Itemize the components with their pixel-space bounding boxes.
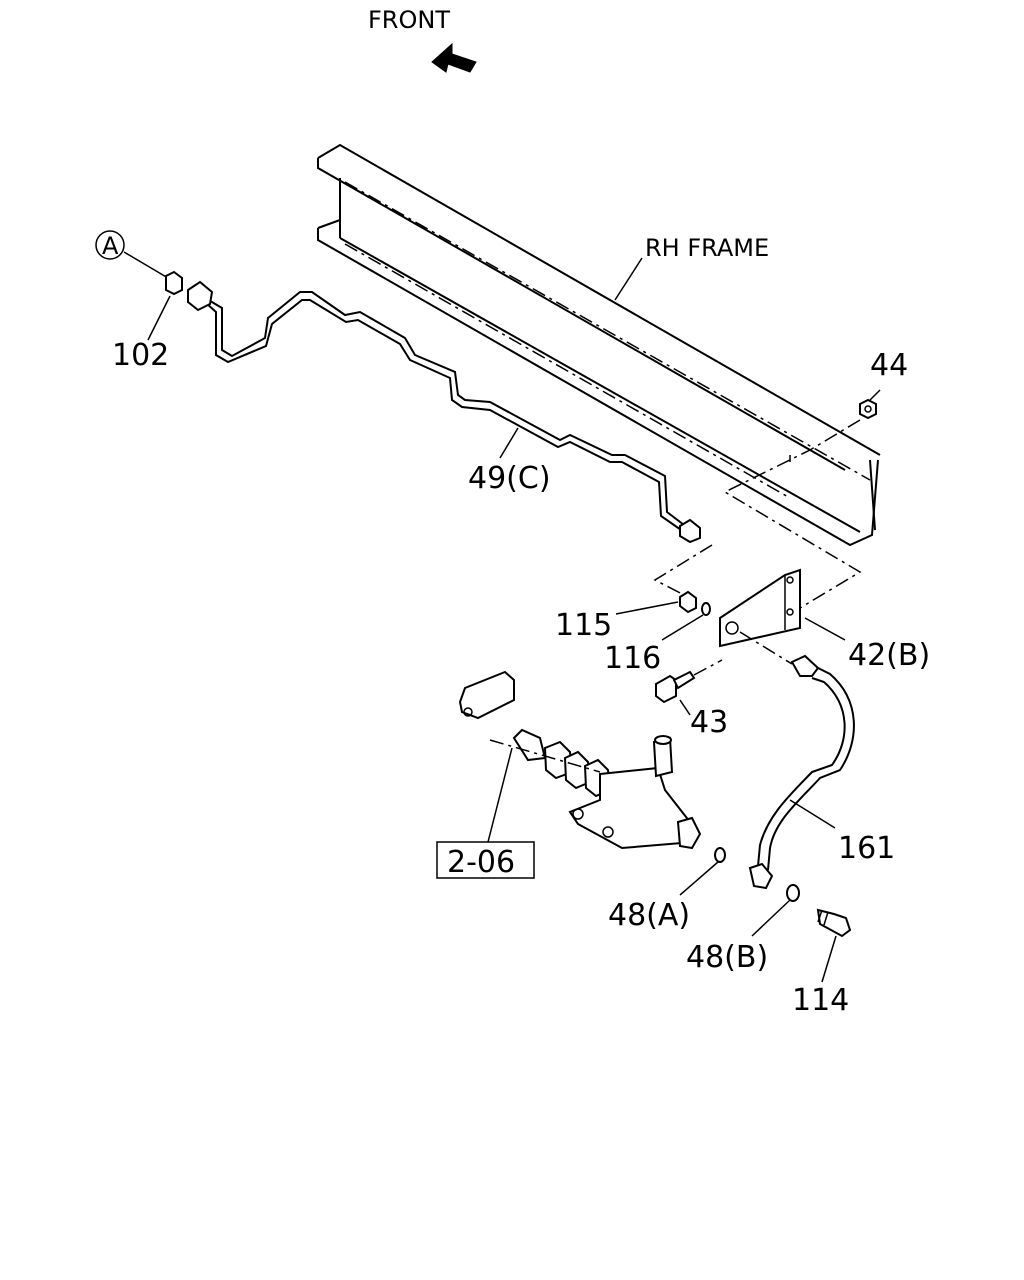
label-102: 102 [112,338,169,373]
label-43: 43 [690,705,728,740]
washer-116: 116 [604,602,711,676]
front-label: FRONT [368,6,450,34]
washer-48a: 48(A) [608,847,726,933]
label-115: 115 [555,608,612,643]
label-49c: 49(C) [468,461,551,496]
callout-a: A [95,230,169,279]
label-116: 116 [604,641,661,676]
callout-a-label: A [102,232,119,260]
label-48b: 48(B) [686,940,768,975]
nut-115: 115 [555,590,697,643]
label-42b: 42(B) [848,638,930,673]
pipe-49c: 49(C) [187,280,701,544]
front-indicator: FRONT [368,6,477,73]
label-48a: 48(A) [608,898,690,933]
bolt-43: 43 [655,659,728,740]
washer-48b: 48(B) [686,884,800,975]
front-arrow-icon [431,42,477,73]
label-114: 114 [792,983,849,1018]
bracket-42b: 42(B) [719,568,930,673]
label-206: 2-06 [447,845,515,880]
nut-102: 102 [112,270,183,373]
rh-frame-rail: RH FRAME [317,143,881,547]
rh-frame-label: RH FRAME [645,234,769,262]
master-cylinder: 2-06 [436,670,702,880]
hose-161: 161 [748,654,895,890]
bolt-114: 114 [792,908,852,1018]
label-161: 161 [838,831,895,866]
label-44: 44 [870,348,908,383]
ref-box-206 [436,841,535,879]
nut-44: 44 [859,348,908,420]
